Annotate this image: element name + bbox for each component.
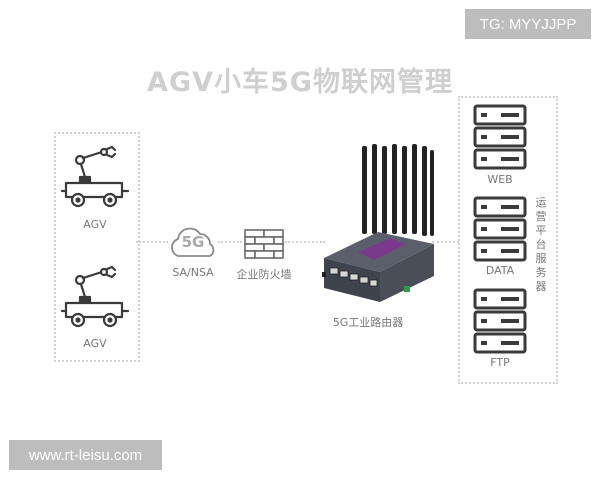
server-label: WEB <box>487 173 513 186</box>
router-icon <box>322 144 434 302</box>
watermark-site: www.rt-leisu.com <box>9 440 162 470</box>
agv-label: AGV <box>83 337 107 350</box>
server-icon <box>473 288 527 354</box>
server-label: FTP <box>490 356 510 369</box>
server-icon <box>473 196 527 262</box>
server-icon <box>473 104 527 170</box>
server-group-box <box>458 96 558 384</box>
connector-left <box>136 241 168 243</box>
router-label: 5G工业路由器 <box>332 316 404 329</box>
firewall-icon <box>244 229 284 259</box>
cloud-5g-icon <box>171 227 215 257</box>
watermark-tg: TG: MYYJJPP <box>465 9 591 39</box>
connector-right <box>432 241 459 243</box>
server-label: DATA <box>485 264 515 277</box>
connector-cloud-firewall <box>218 241 242 243</box>
agv-group-box <box>54 132 140 362</box>
firewall-label: 企业防火墙 <box>236 268 292 281</box>
diagram-title: AGV小车5G物联网管理 <box>147 67 453 98</box>
connector-firewall-router <box>285 241 325 243</box>
agv-robot-icon <box>60 265 130 328</box>
agv-robot-icon <box>60 145 130 208</box>
cloud-5g-text: 5G <box>181 233 205 251</box>
agv-label: AGV <box>83 218 107 231</box>
platform-server-label: 运营平台服务器 <box>535 196 547 293</box>
cloud-label: SA/NSA <box>172 266 214 279</box>
